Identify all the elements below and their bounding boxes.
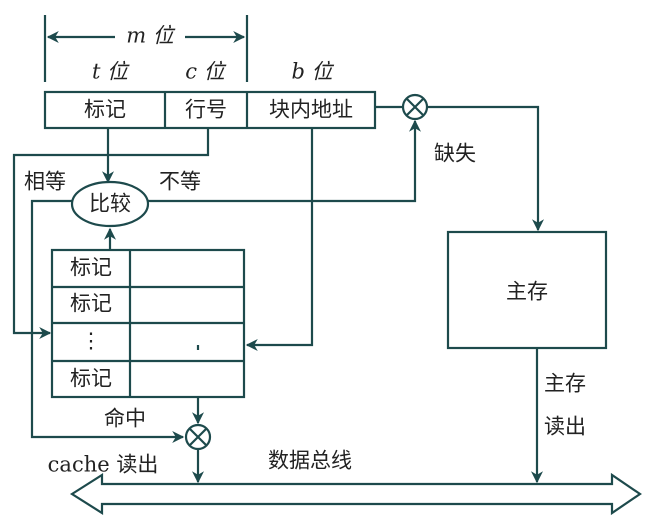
m-bits-dimension: m 位 <box>43 15 249 82</box>
t-bits-label: t 位 <box>92 60 130 84</box>
gate-to-main-memory-arrow <box>427 105 544 232</box>
cache-read-label: cache 读出 <box>48 453 159 477</box>
tag-field: 标记 <box>84 98 126 122</box>
line-number-to-cache-arrow <box>12 128 210 339</box>
miss-signal-arrow <box>148 119 421 203</box>
cache-row-tag: 标记 <box>70 256 112 280</box>
line-number-field: 行号 <box>185 98 227 122</box>
cache-row-ellipsis: ⋮ <box>81 329 102 353</box>
main-read-label-1: 主存 <box>544 372 586 396</box>
hit-gate-icon <box>184 423 212 451</box>
miss-label: 缺失 <box>434 142 476 166</box>
offset-to-cache-arrow <box>245 128 314 351</box>
cache-row-tag: 标记 <box>70 367 112 391</box>
address-register: 标记 行号 块内地址 <box>43 90 377 130</box>
main-read-label-2: 读出 <box>544 415 586 439</box>
m-bits-label: m 位 <box>126 24 176 48</box>
cache-table: 标记 标记 ⋮ 标记 <box>50 248 246 399</box>
block-offset-field: 块内地址 <box>269 98 353 122</box>
not-equal-label: 不等 <box>159 170 201 194</box>
equal-label: 相等 <box>24 170 66 194</box>
compare-unit <box>70 180 150 228</box>
data-bus <box>69 472 642 516</box>
cache-row-tag: 标记 <box>70 292 112 316</box>
main-memory-label: 主存 <box>506 280 548 304</box>
data-bus-label: 数据总线 <box>268 449 352 473</box>
c-bits-label: c 位 <box>185 60 226 84</box>
hit-label: 命中 <box>104 407 146 431</box>
compare-label: 比较 <box>89 192 131 216</box>
main-memory-box <box>446 230 608 350</box>
hit-signal-arrow <box>30 199 185 443</box>
b-bits-label: b 位 <box>291 60 334 84</box>
miss-gate-icon <box>401 93 429 121</box>
